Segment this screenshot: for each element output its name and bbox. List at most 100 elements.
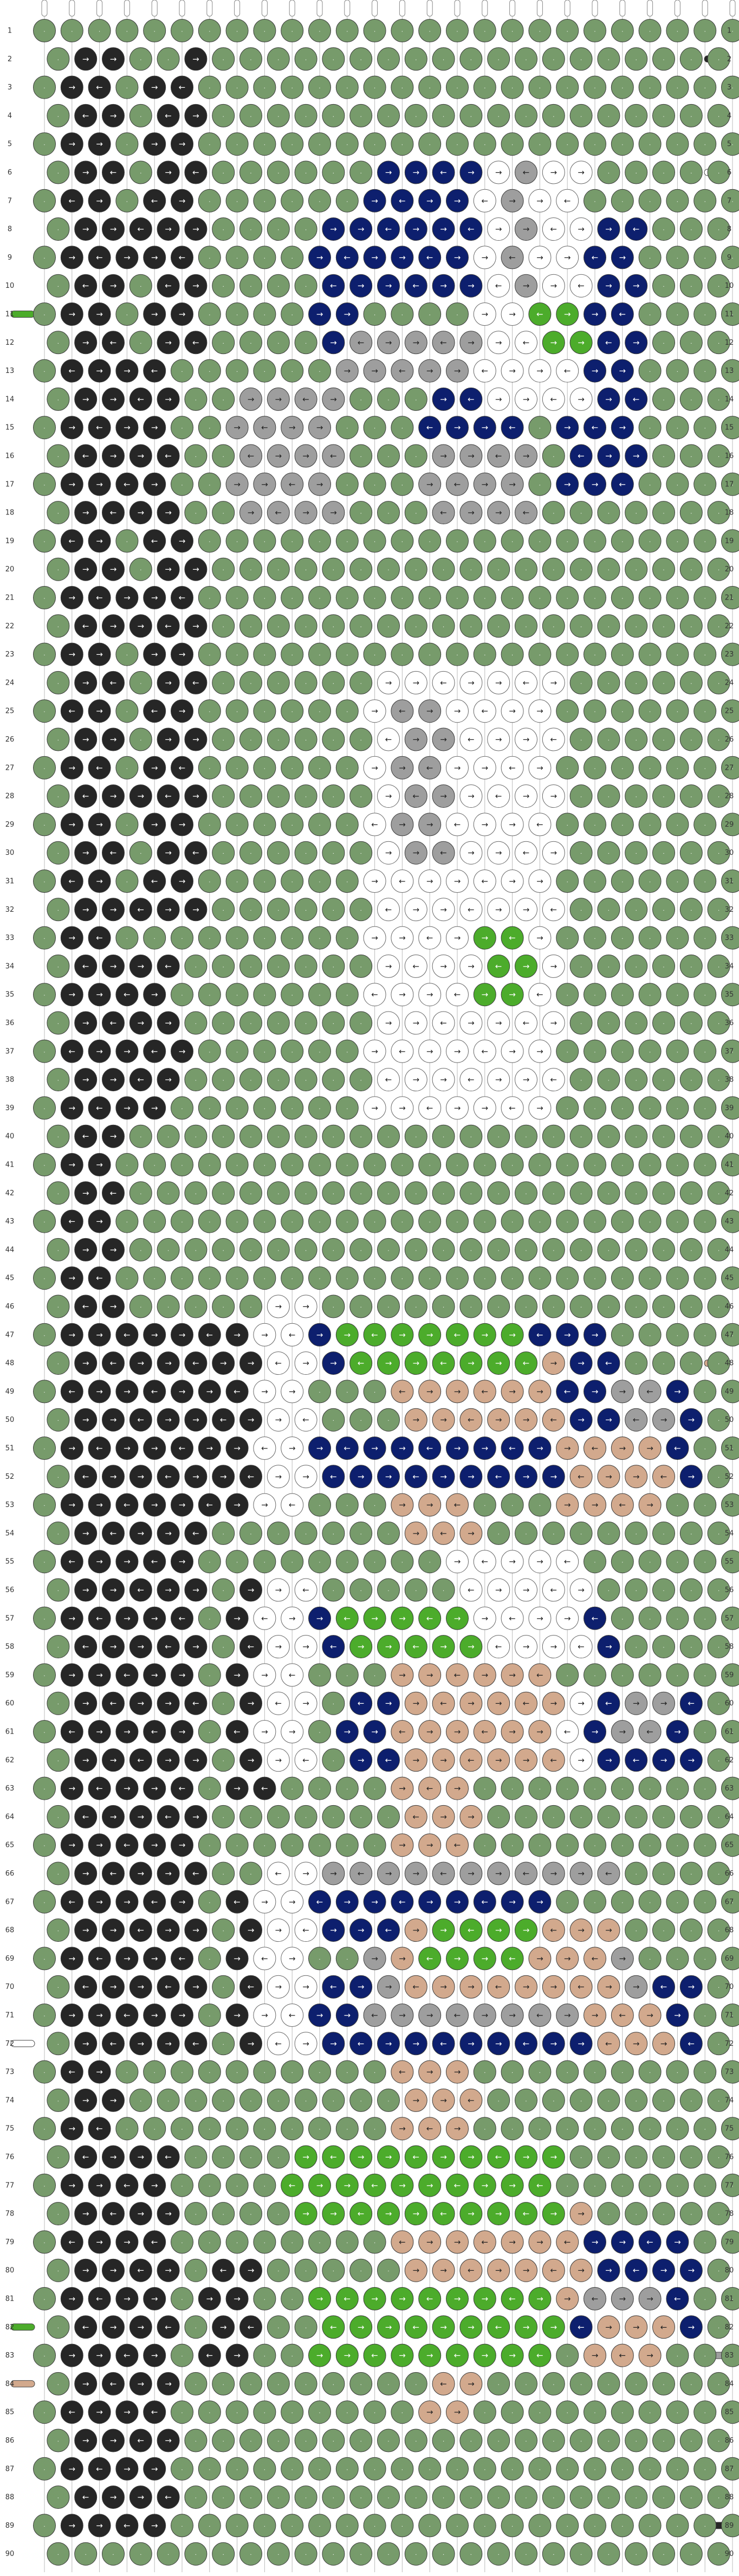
knot[interactable]: · <box>542 47 565 71</box>
knot[interactable]: · <box>225 359 249 383</box>
knot[interactable]: · <box>363 1833 386 1857</box>
knot[interactable]: · <box>625 47 648 71</box>
knot[interactable]: · <box>212 1805 235 1828</box>
knot[interactable]: → <box>515 784 537 808</box>
knot[interactable]: · <box>597 954 620 978</box>
knot[interactable]: ← <box>212 1408 235 1432</box>
knot[interactable]: · <box>638 813 662 836</box>
knot[interactable]: · <box>638 1550 662 1574</box>
knot[interactable]: · <box>391 1266 414 1290</box>
knot[interactable]: · <box>569 104 593 127</box>
knot[interactable]: ← <box>584 416 606 440</box>
knot[interactable]: → <box>528 1437 552 1460</box>
knot[interactable]: · <box>721 246 739 269</box>
knot[interactable]: · <box>349 1011 373 1035</box>
knot[interactable]: · <box>611 1209 634 1233</box>
knot[interactable]: → <box>294 501 317 525</box>
knot[interactable]: · <box>652 331 675 355</box>
knot[interactable]: · <box>597 727 620 751</box>
knot[interactable]: → <box>542 1011 565 1035</box>
knot[interactable]: · <box>212 1691 235 1715</box>
knot[interactable]: → <box>60 416 83 440</box>
knot[interactable]: → <box>322 1351 345 1375</box>
knot[interactable]: · <box>129 274 152 298</box>
knot[interactable]: · <box>707 444 730 468</box>
knot[interactable]: → <box>542 274 565 298</box>
knot[interactable]: · <box>33 246 56 269</box>
knot[interactable]: · <box>473 586 496 609</box>
knot[interactable]: → <box>404 1068 427 1092</box>
knot[interactable]: · <box>666 1663 689 1687</box>
knot[interactable]: → <box>611 1380 634 1403</box>
knot[interactable]: · <box>47 1295 70 1318</box>
knot[interactable]: · <box>611 926 634 950</box>
knot[interactable]: ← <box>129 1748 152 1772</box>
knot[interactable]: · <box>294 1011 317 1035</box>
knot[interactable]: · <box>33 1606 56 1630</box>
knot[interactable]: · <box>47 1578 70 1602</box>
knot[interactable]: → <box>102 1748 125 1772</box>
knot[interactable]: · <box>611 1323 634 1347</box>
knot[interactable]: ← <box>569 274 593 298</box>
knot[interactable]: · <box>281 246 304 269</box>
knot[interactable]: ← <box>74 1805 98 1828</box>
knot[interactable]: · <box>528 1153 552 1176</box>
knot[interactable]: → <box>542 1465 565 1489</box>
knot[interactable]: · <box>625 671 648 694</box>
knot[interactable]: → <box>308 416 331 440</box>
knot[interactable]: → <box>253 1663 276 1687</box>
knot[interactable]: → <box>102 898 125 922</box>
knot[interactable]: · <box>666 1493 689 1517</box>
knot[interactable]: · <box>487 104 510 127</box>
knot[interactable]: → <box>157 160 180 184</box>
knot[interactable]: · <box>308 1550 331 1574</box>
knot[interactable]: ← <box>556 1380 579 1403</box>
knot[interactable]: · <box>638 1039 662 1063</box>
knot[interactable]: ← <box>404 274 427 298</box>
knot[interactable]: · <box>322 1408 345 1432</box>
knot[interactable]: · <box>212 104 235 127</box>
knot[interactable]: → <box>60 1266 83 1290</box>
knot[interactable]: · <box>267 614 290 638</box>
knot[interactable]: ← <box>74 1295 98 1318</box>
knot[interactable]: · <box>253 1550 276 1574</box>
knot[interactable]: → <box>157 898 180 922</box>
knot[interactable]: → <box>171 529 193 553</box>
knot[interactable]: · <box>184 501 208 525</box>
knot[interactable]: → <box>501 1380 524 1403</box>
knot[interactable]: ← <box>74 274 98 298</box>
knot[interactable]: · <box>721 642 739 666</box>
knot[interactable]: → <box>363 359 386 383</box>
knot[interactable]: → <box>184 47 208 71</box>
knot[interactable]: · <box>157 1238 180 1261</box>
knot[interactable]: · <box>501 132 524 156</box>
knot[interactable]: · <box>198 1550 221 1574</box>
knot[interactable]: · <box>198 586 221 609</box>
knot[interactable]: · <box>418 75 442 99</box>
knot[interactable]: · <box>652 444 675 468</box>
knot[interactable]: → <box>418 813 442 836</box>
knot[interactable]: · <box>569 954 593 978</box>
knot[interactable]: · <box>528 1266 552 1290</box>
knot[interactable]: → <box>74 727 98 751</box>
knot[interactable]: ← <box>184 160 208 184</box>
knot[interactable]: · <box>473 1776 496 1800</box>
knot[interactable]: · <box>184 387 208 411</box>
knot[interactable]: ← <box>542 1068 565 1092</box>
knot[interactable]: · <box>707 331 730 355</box>
knot[interactable]: · <box>143 1209 166 1233</box>
knot[interactable]: → <box>625 274 648 298</box>
knot[interactable]: · <box>281 1096 304 1120</box>
knot[interactable]: → <box>487 1068 510 1092</box>
knot[interactable]: · <box>335 189 359 212</box>
knot[interactable]: · <box>391 75 414 99</box>
knot[interactable]: ← <box>102 1351 125 1375</box>
knot[interactable]: → <box>115 1606 139 1630</box>
knot[interactable]: · <box>638 75 662 99</box>
knot[interactable]: · <box>597 784 620 808</box>
knot[interactable]: · <box>625 1238 648 1261</box>
knot[interactable]: → <box>377 1465 400 1489</box>
knot[interactable]: · <box>501 1153 524 1176</box>
knot[interactable]: · <box>281 19 304 42</box>
knot[interactable]: ← <box>418 1776 442 1800</box>
